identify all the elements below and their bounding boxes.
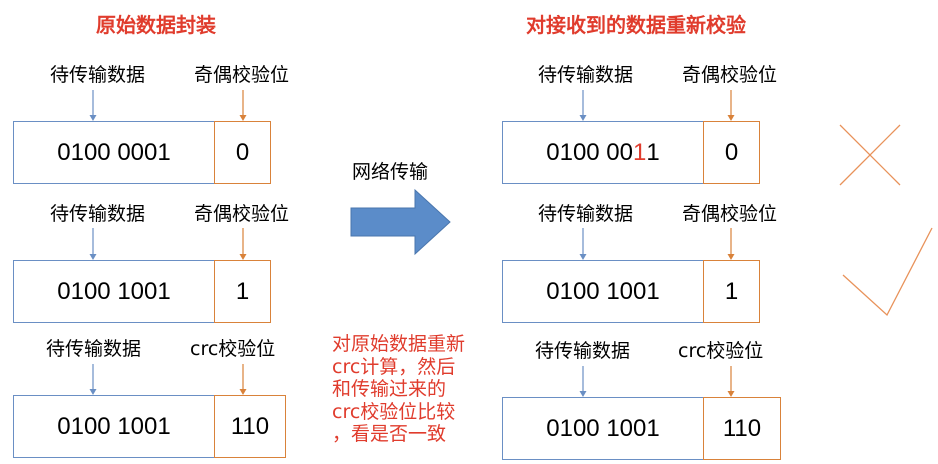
left-g3-data-label: 待传输数据 — [46, 338, 142, 360]
received-data-suffix: 1 — [646, 138, 660, 166]
right-g2-data-box: 0100 1001 — [502, 260, 704, 323]
crc-note-line: crc计算，然后 — [332, 355, 456, 378]
left-g3-check-label: crc校验位 — [190, 338, 276, 360]
check-connector-arrowhead — [727, 254, 735, 260]
right-g2-data-label: 待传输数据 — [538, 203, 634, 225]
connectors — [89, 90, 735, 397]
check-connector-arrowhead — [239, 115, 247, 121]
cross-icon — [839, 124, 901, 186]
data-connector-arrowhead — [579, 391, 587, 397]
crc-note-line: 和传输过来的 — [332, 378, 447, 400]
left-g2-data-box: 0100 1001 — [13, 260, 215, 323]
received-data-prefix: 0100 00 — [546, 138, 634, 166]
right-g2-check-label: 奇偶校验位 — [682, 203, 778, 225]
right-g3-check-label: crc校验位 — [678, 340, 764, 362]
left-g2-data-label: 待传输数据 — [50, 203, 146, 225]
arrow-label: 网络传输 — [352, 161, 429, 183]
check-connector-arrowhead — [239, 254, 247, 260]
left-g1-data-box: 0100 0001 — [13, 121, 215, 184]
left-g3-data-box: 0100 1001 — [13, 395, 215, 458]
left-g1-check-box: 0 — [214, 121, 271, 184]
data-connector-arrowhead — [579, 115, 587, 121]
crc-note-line: ，看是否一致 — [332, 423, 447, 445]
check-connector-arrowhead — [727, 115, 735, 121]
left-g1-check-label: 奇偶校验位 — [194, 64, 290, 86]
crc-note-line: crc校验位比较 — [332, 400, 456, 423]
check-connector-arrowhead — [727, 391, 735, 397]
left-g2-check-label: 奇偶校验位 — [194, 203, 290, 225]
data-connector-arrowhead — [89, 254, 97, 260]
check-connector-arrowhead — [239, 389, 247, 395]
crc-note: 对原始数据重新 crc计算，然后 和传输过来的 crc校验位比较 ，看是否一致 — [332, 333, 502, 446]
right-g1-data-label: 待传输数据 — [538, 64, 634, 86]
crc-note-line: 对原始数据重新 — [332, 333, 466, 355]
checkmark-icon — [842, 227, 933, 317]
right-title: 对接收到的数据重新校验 — [526, 13, 746, 37]
left-g2-check-box: 1 — [214, 260, 271, 323]
data-connector-arrowhead — [579, 254, 587, 260]
right-g3-check-box: 110 — [703, 397, 781, 460]
left-g1-data-label: 待传输数据 — [50, 64, 146, 86]
right-g3-data-label: 待传输数据 — [535, 340, 631, 362]
left-g3-check-box: 110 — [214, 395, 286, 458]
data-connector-arrowhead — [89, 115, 97, 121]
right-g1-check-label: 奇偶校验位 — [682, 64, 778, 86]
right-g2-check-box: 1 — [703, 260, 760, 323]
right-g3-data-box: 0100 1001 — [502, 397, 704, 460]
network-transmission-arrow — [350, 188, 451, 256]
flipped-bit: 1 — [633, 138, 647, 166]
data-connector-arrowhead — [89, 389, 97, 395]
left-title: 原始数据封装 — [96, 13, 216, 37]
right-g1-check-box: 0 — [703, 121, 760, 184]
